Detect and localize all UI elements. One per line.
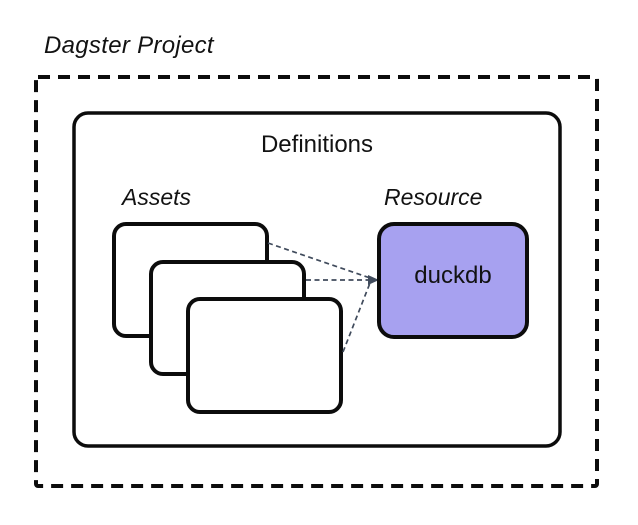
connector-arrowhead-icon: [368, 275, 379, 285]
project-boundary-dashed-rect: [34, 75, 599, 488]
project-title: Dagster Project: [44, 32, 214, 59]
asset-card: [186, 297, 343, 414]
connector-line: [267, 242, 371, 279]
resource-label: Resource: [384, 184, 483, 210]
resource-box-label: duckdb: [414, 262, 492, 289]
definitions-label: Definitions: [260, 131, 374, 158]
assets-label: Assets: [122, 184, 192, 210]
resource-box: [377, 222, 529, 339]
connector-line: [342, 282, 371, 353]
